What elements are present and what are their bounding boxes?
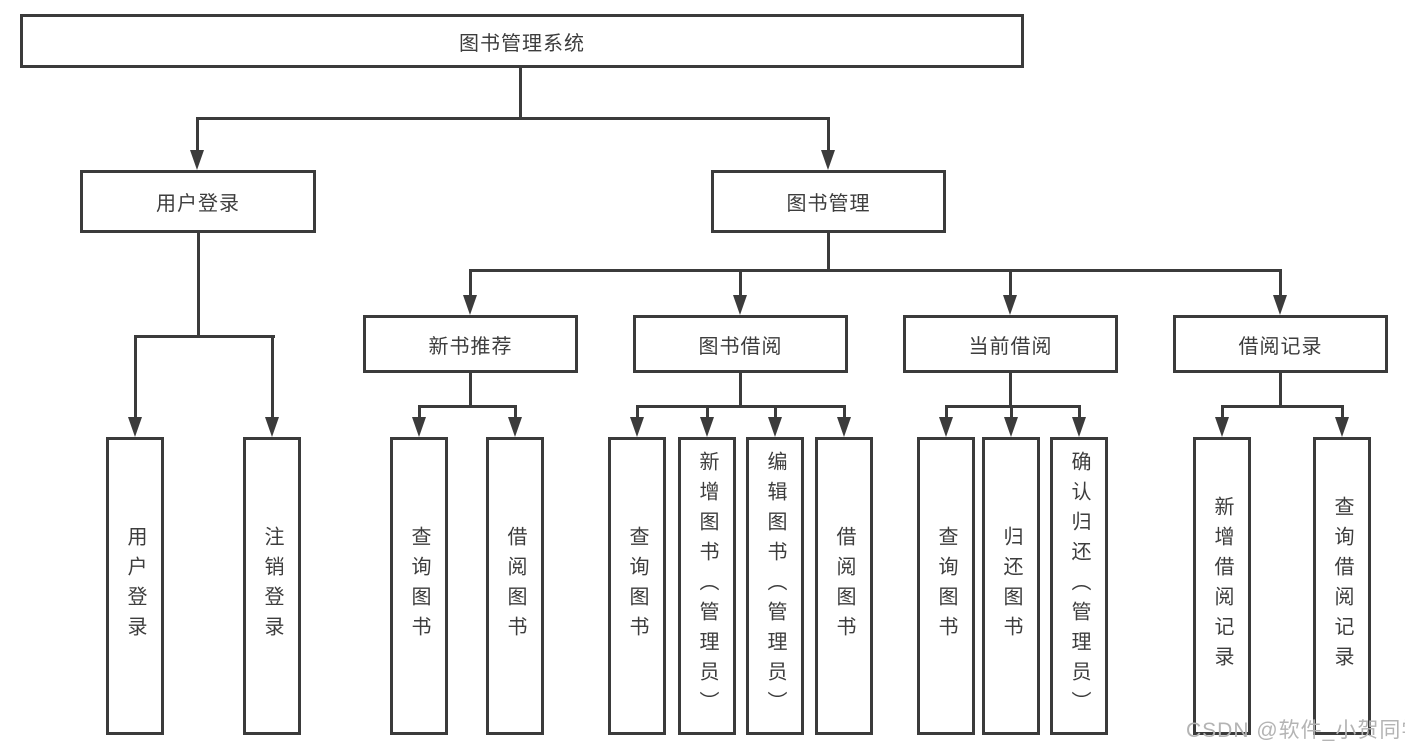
node-label: 用户登录 — [156, 193, 240, 215]
arrowhead-current-borrowing — [1003, 295, 1017, 315]
arrowhead-book-management — [821, 150, 835, 170]
node-user-login: 用户登录 — [80, 170, 316, 233]
node-leaf-query-books-borrowing: 查询图书 — [608, 437, 666, 735]
node-current-borrowing: 当前借阅 — [903, 315, 1118, 373]
connector-drop-leaf — [1221, 405, 1224, 419]
connector-borrowing-rail — [636, 405, 846, 408]
connector-drop-current-borrowing — [1009, 269, 1012, 297]
connector-user-login-rail — [134, 335, 275, 338]
connector-drop-user-login — [196, 117, 199, 152]
node-leaf-borrow-books: 借阅图书 — [815, 437, 873, 735]
connector-drop-leaf — [945, 405, 948, 419]
connector-records-stem — [1279, 372, 1282, 407]
node-label: 当前借阅 — [968, 335, 1053, 358]
node-label: 新增图书（管理员） — [696, 451, 718, 721]
node-leaf-query-books-current: 查询图书 — [917, 437, 975, 735]
arrowhead-logout-leaf — [265, 417, 279, 437]
node-book-management: 图书管理 — [711, 170, 946, 233]
node-label: 编辑图书（管理员） — [764, 451, 786, 721]
arrowhead-leaf — [1215, 417, 1229, 437]
arrowhead-leaf — [1072, 417, 1086, 437]
connector-drop-leaf — [706, 405, 709, 419]
node-label: 注销登录 — [261, 526, 283, 646]
node-new-book-recommend: 新书推荐 — [363, 315, 578, 373]
connector-drop-leaf — [843, 405, 846, 419]
connector-root-stem — [519, 67, 522, 118]
node-label: 查询借阅记录 — [1331, 496, 1353, 676]
connector-current-stem — [1009, 372, 1012, 407]
connector-recommend-rail — [418, 405, 517, 408]
csdn-watermark: CSDN @软件_小贺同学 — [1186, 719, 1405, 742]
connector-drop-leaf — [774, 405, 777, 419]
arrowhead-login-leaf — [128, 417, 142, 437]
arrowhead-book-borrowing — [733, 295, 747, 315]
node-leaf-edit-books-admin: 编辑图书（管理员） — [746, 437, 804, 735]
node-book-borrowing: 图书借阅 — [633, 315, 848, 373]
arrowhead-leaf — [508, 417, 522, 437]
connector-drop-login-leaf — [134, 335, 137, 419]
arrowhead-leaf — [837, 417, 851, 437]
node-library-management-system: 图书管理系统 — [20, 14, 1024, 68]
arrowhead-leaf — [1004, 417, 1018, 437]
node-label: 图书借阅 — [698, 335, 783, 358]
arrowhead-new-book-recommend — [463, 295, 477, 315]
node-leaf-logout: 注销登录 — [243, 437, 301, 735]
arrowhead-leaf — [412, 417, 426, 437]
connector-drop-leaf — [514, 405, 517, 419]
node-leaf-add-borrow-record: 新增借阅记录 — [1193, 437, 1251, 735]
node-label: 图书管理 — [786, 193, 871, 215]
connector-drop-book-borrowing — [739, 269, 742, 297]
arrowhead-user-login — [190, 150, 204, 170]
arrowhead-borrowing-records — [1273, 295, 1287, 315]
connector-borrowing-stem — [739, 372, 742, 407]
arrowhead-leaf — [939, 417, 953, 437]
node-label: 借阅记录 — [1238, 335, 1323, 358]
node-label: 查询图书 — [935, 526, 957, 646]
node-label: 借阅图书 — [504, 526, 526, 646]
node-label: 图书管理系统 — [459, 32, 585, 55]
node-leaf-add-books-admin: 新增图书（管理员） — [678, 437, 736, 735]
connector-drop-new-book-recommend — [469, 269, 472, 297]
connector-book-mgmt-rail — [469, 269, 1282, 272]
connector-drop-leaf — [636, 405, 639, 419]
node-label: 查询图书 — [408, 526, 430, 646]
node-label: 查询图书 — [626, 526, 648, 646]
node-leaf-return-books: 归还图书 — [982, 437, 1040, 735]
node-label: 归还图书 — [1000, 526, 1022, 646]
connector-root-rail — [196, 117, 830, 120]
arrowhead-leaf — [630, 417, 644, 437]
connector-drop-leaf — [1341, 405, 1344, 419]
connector-recommend-stem — [469, 372, 472, 407]
connector-user-login-stem — [197, 232, 200, 338]
arrowhead-leaf — [768, 417, 782, 437]
node-label: 确认归还（管理员） — [1068, 451, 1090, 721]
node-leaf-confirm-return-admin: 确认归还（管理员） — [1050, 437, 1108, 735]
connector-drop-leaf — [1078, 405, 1081, 419]
arrowhead-leaf — [700, 417, 714, 437]
connector-drop-leaf — [1010, 405, 1013, 419]
connector-current-rail — [945, 405, 1081, 408]
node-leaf-query-borrow-record: 查询借阅记录 — [1313, 437, 1371, 735]
connector-drop-borrowing-records — [1279, 269, 1282, 297]
connector-drop-book-management — [827, 117, 830, 152]
connector-drop-logout-leaf — [271, 335, 274, 419]
node-leaf-borrow-books-recommend: 借阅图书 — [486, 437, 544, 735]
node-borrowing-records: 借阅记录 — [1173, 315, 1388, 373]
node-label: 借阅图书 — [833, 526, 855, 646]
node-label: 新书推荐 — [428, 335, 513, 358]
connector-book-mgmt-stem — [827, 232, 830, 271]
node-label: 用户登录 — [124, 526, 146, 646]
arrowhead-leaf — [1335, 417, 1349, 437]
node-leaf-query-books-recommend: 查询图书 — [390, 437, 448, 735]
node-label: 新增借阅记录 — [1211, 496, 1233, 676]
connector-drop-leaf — [418, 405, 421, 419]
connector-records-rail — [1221, 405, 1344, 408]
node-leaf-user-login: 用户登录 — [106, 437, 164, 735]
